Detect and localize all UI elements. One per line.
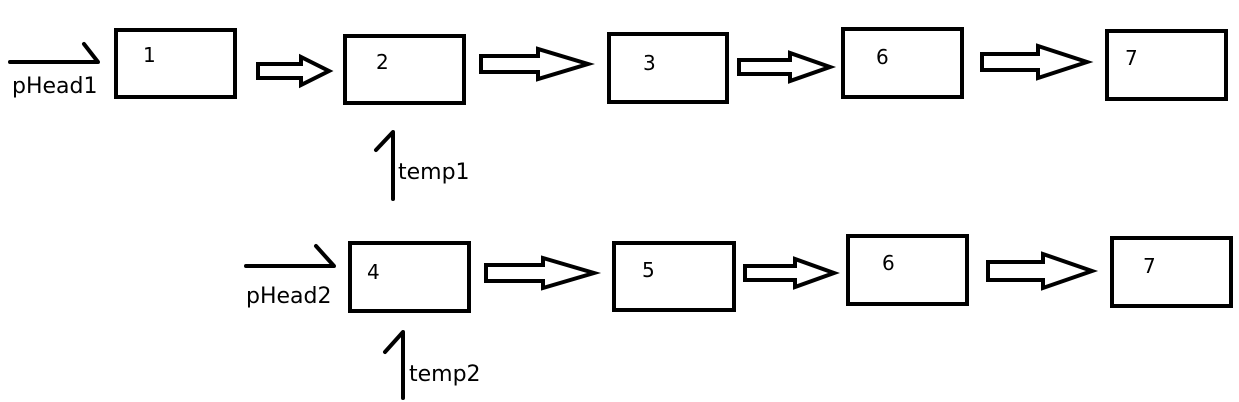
phead1-arrow	[8, 42, 100, 64]
list2-node-6: 6	[846, 234, 969, 306]
list1-arrow-1-2	[256, 53, 334, 89]
list2-node-4-value: 4	[367, 260, 380, 284]
temp2-label: temp2	[409, 362, 481, 387]
list1-node-1: 1	[114, 28, 237, 99]
temp2-arrow	[383, 330, 405, 400]
list2-node-6-value: 6	[882, 251, 895, 275]
list1-node-3-value: 3	[643, 51, 656, 75]
list1-node-6: 6	[841, 27, 964, 99]
list2-arrow-6-7	[986, 251, 1099, 291]
list1-arrow-6-7	[980, 43, 1094, 81]
list1-node-1-value: 1	[143, 43, 156, 67]
list-2: pHead2 4 5 6 7 temp2	[244, 234, 1233, 400]
list2-node-5-value: 5	[642, 258, 655, 282]
phead2-arrow	[244, 244, 336, 268]
phead1-label: pHead1	[12, 74, 98, 99]
temp1-arrow	[374, 130, 395, 201]
list1-node-3: 3	[607, 32, 729, 104]
list-1: pHead1 1 2 3 6 7 temp1	[8, 27, 1228, 201]
list2-arrow-4-5	[484, 255, 602, 291]
list2-node-5: 5	[612, 241, 736, 312]
list1-arrow-2-3	[479, 46, 595, 82]
list2-node-7-value: 7	[1143, 254, 1156, 278]
list1-node-2: 2	[343, 34, 466, 105]
list2-node-7: 7	[1110, 236, 1233, 308]
phead2-label: pHead2	[246, 284, 332, 309]
temp1-label: temp1	[398, 160, 470, 185]
list1-node-7: 7	[1105, 29, 1228, 101]
list2-node-4: 4	[348, 241, 471, 313]
list1-node-2-value: 2	[376, 50, 389, 74]
list2-arrow-5-6	[743, 256, 840, 290]
list1-arrow-3-6	[737, 50, 837, 84]
list1-node-7-value: 7	[1125, 46, 1138, 70]
list1-node-6-value: 6	[876, 45, 889, 69]
